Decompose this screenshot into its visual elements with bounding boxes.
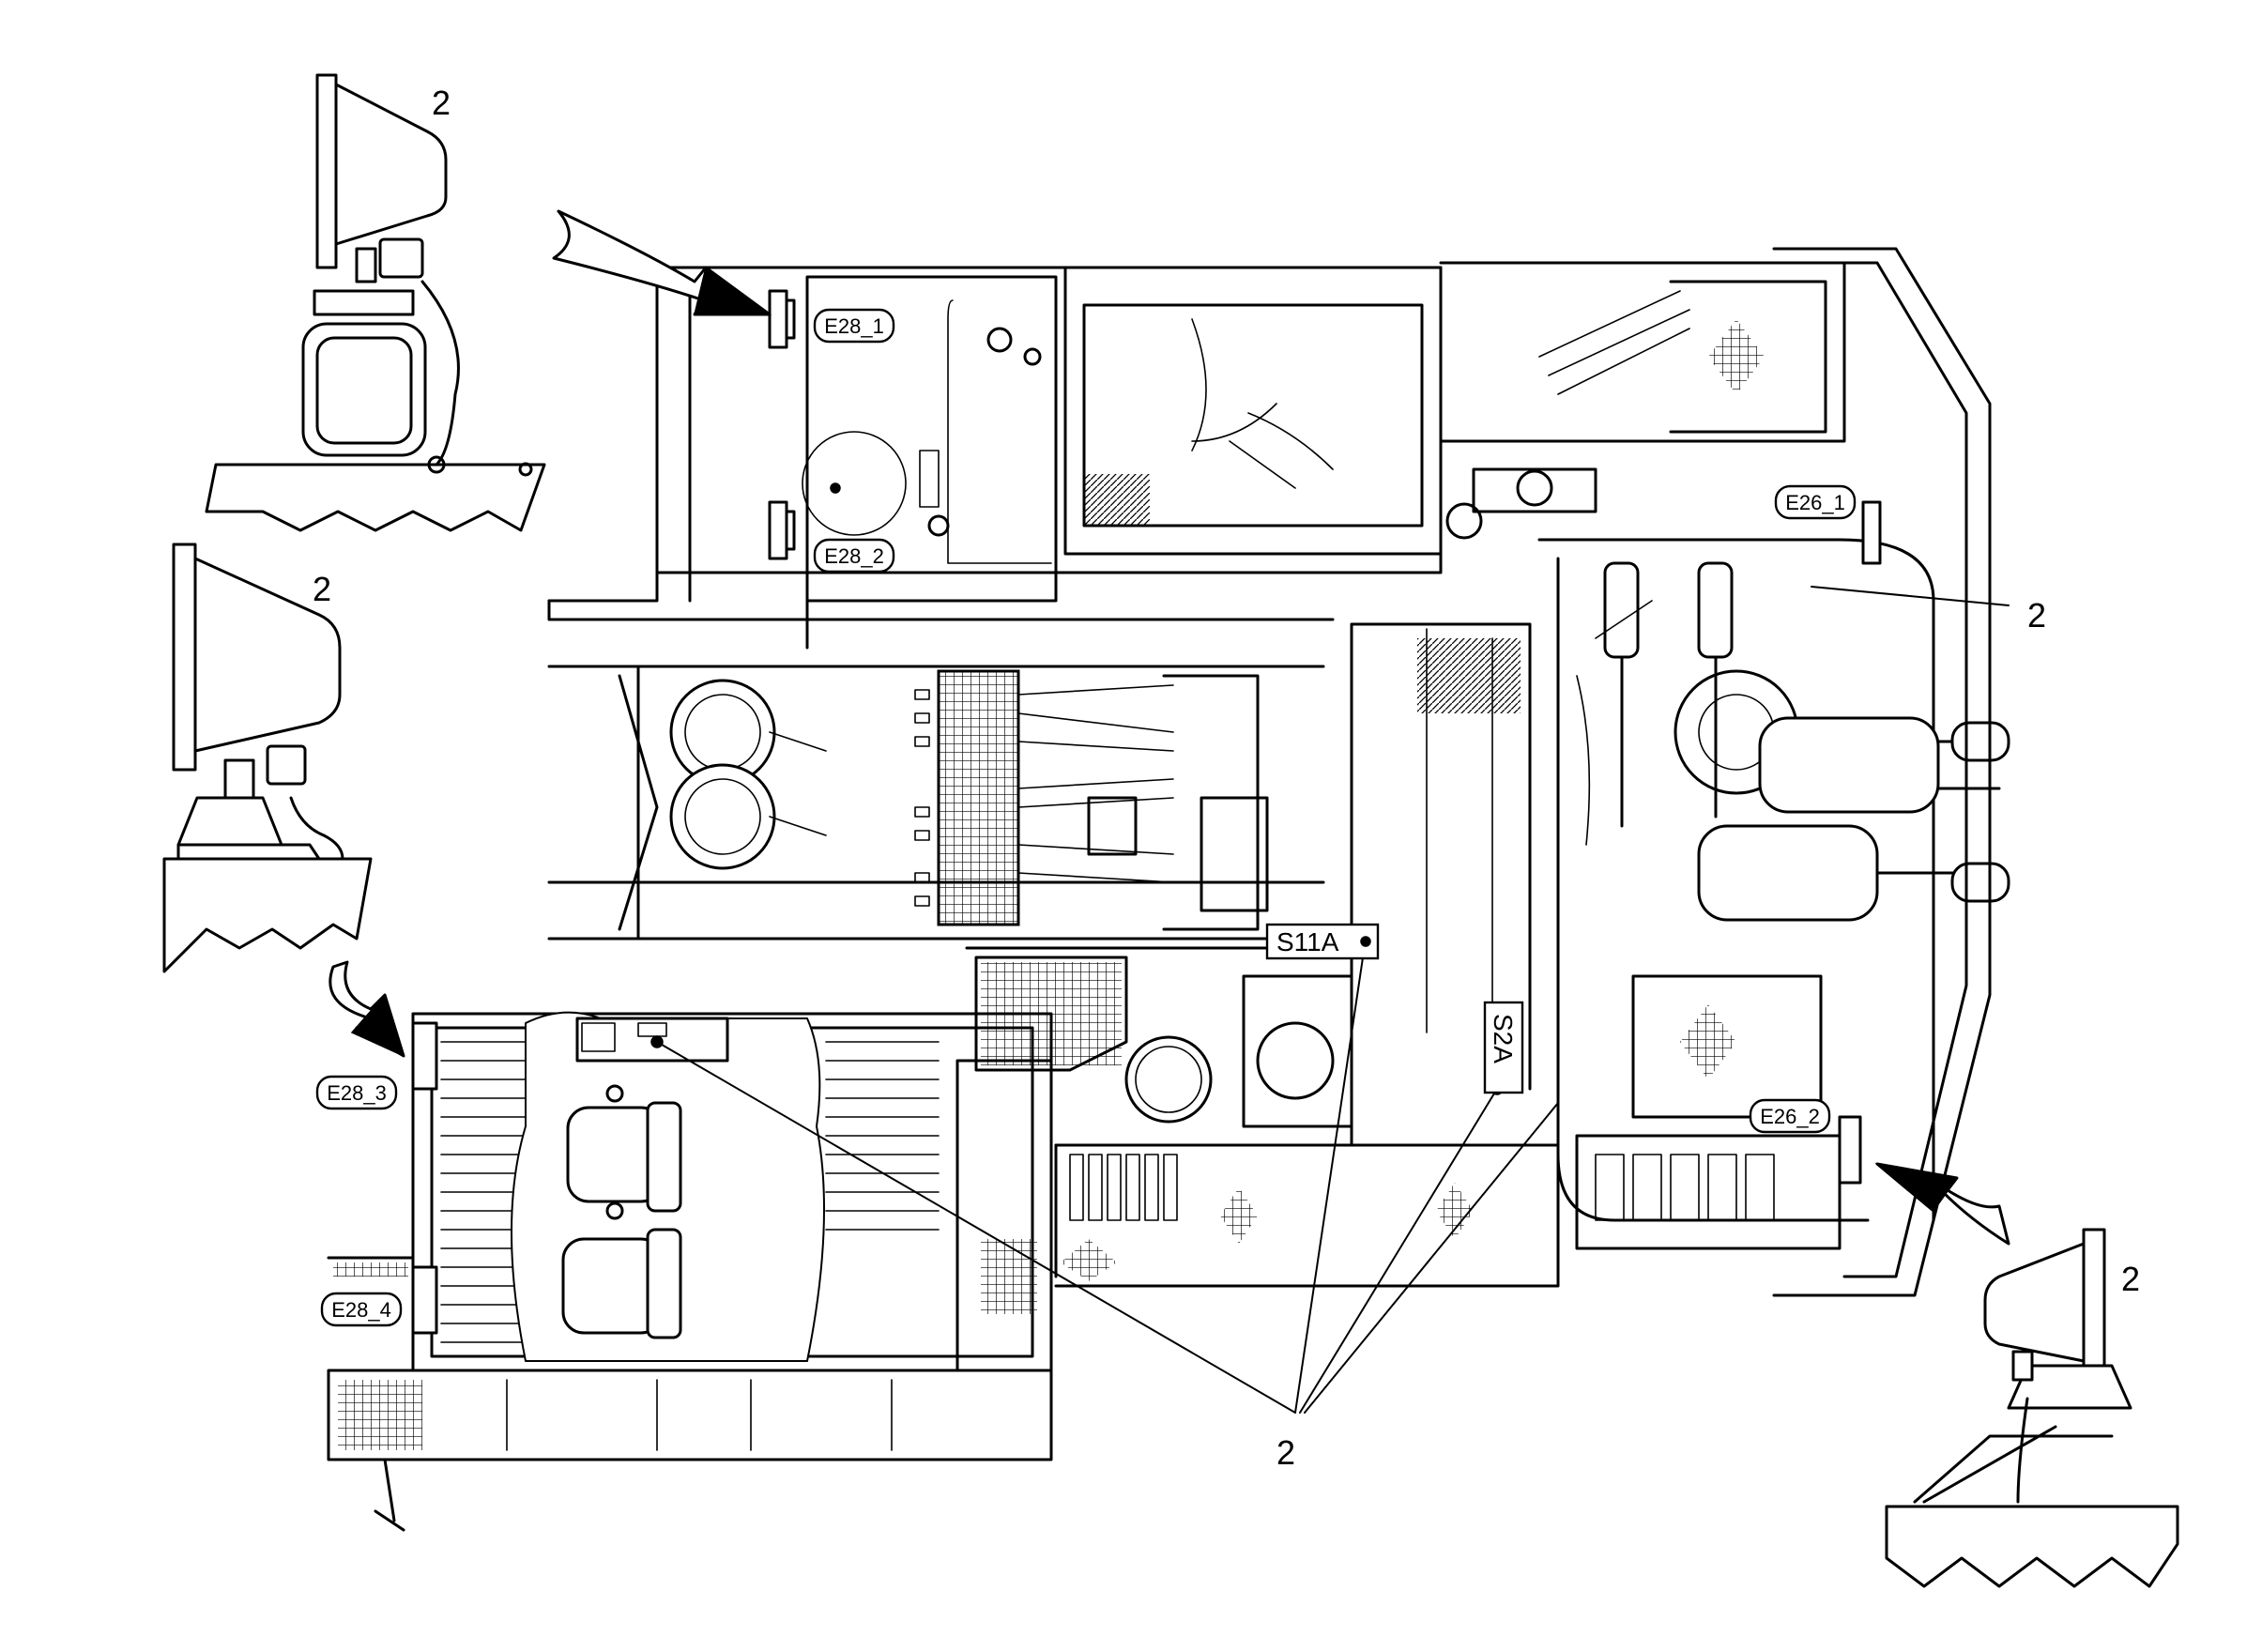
callout-top-left: 2 bbox=[432, 84, 451, 122]
svg-text:E26_1: E26_1 bbox=[1785, 491, 1845, 514]
work-lamp-icon bbox=[162, 543, 373, 973]
tag-e28-2: E28_2 bbox=[813, 538, 895, 574]
leader-lines bbox=[650, 586, 2010, 1414]
tag-e28-4: E28_4 bbox=[320, 1292, 403, 1327]
label-s11a: S11A bbox=[1265, 923, 1380, 960]
pointer-arrow-icon bbox=[1874, 1162, 2010, 1246]
machine-top-view bbox=[327, 247, 2010, 1532]
tag-e26-2: E26_2 bbox=[1749, 1098, 1831, 1134]
callout-right: 2 bbox=[2027, 596, 2046, 635]
lamp-e28-2 bbox=[768, 500, 796, 560]
tag-e28-3: E28_3 bbox=[315, 1075, 398, 1110]
lamp-e26-1 bbox=[1861, 500, 1882, 565]
tag-e26-1: E26_1 bbox=[1774, 484, 1857, 520]
svg-text:E28_2: E28_2 bbox=[824, 544, 884, 568]
pointer-arrow-icon bbox=[329, 960, 405, 1058]
svg-text:E28_3: E28_3 bbox=[327, 1081, 387, 1105]
svg-text:E28_4: E28_4 bbox=[331, 1298, 391, 1322]
label-s2a: S2A bbox=[1483, 1001, 1524, 1094]
lamp-e28-3 bbox=[411, 1021, 438, 1091]
lamp-e26-2 bbox=[1838, 1115, 1862, 1185]
pointer-arrow-icon bbox=[552, 209, 772, 316]
svg-text:E28_1: E28_1 bbox=[824, 314, 884, 338]
svg-text:E26_2: E26_2 bbox=[1760, 1105, 1820, 1128]
callout-bottom-center: 2 bbox=[1276, 1433, 1295, 1472]
work-lamp-icon bbox=[1885, 1228, 2179, 1588]
svg-text:S2A: S2A bbox=[1489, 1014, 1518, 1063]
callout-bottom-right: 2 bbox=[2121, 1260, 2140, 1298]
lamp-e28-1 bbox=[768, 289, 796, 349]
work-lamp-icon bbox=[205, 73, 546, 532]
svg-text:S11A: S11A bbox=[1276, 927, 1339, 956]
callout-mid-left: 2 bbox=[313, 570, 331, 608]
lamp-e28-4 bbox=[411, 1265, 438, 1335]
tag-e28-1: E28_1 bbox=[813, 308, 895, 344]
